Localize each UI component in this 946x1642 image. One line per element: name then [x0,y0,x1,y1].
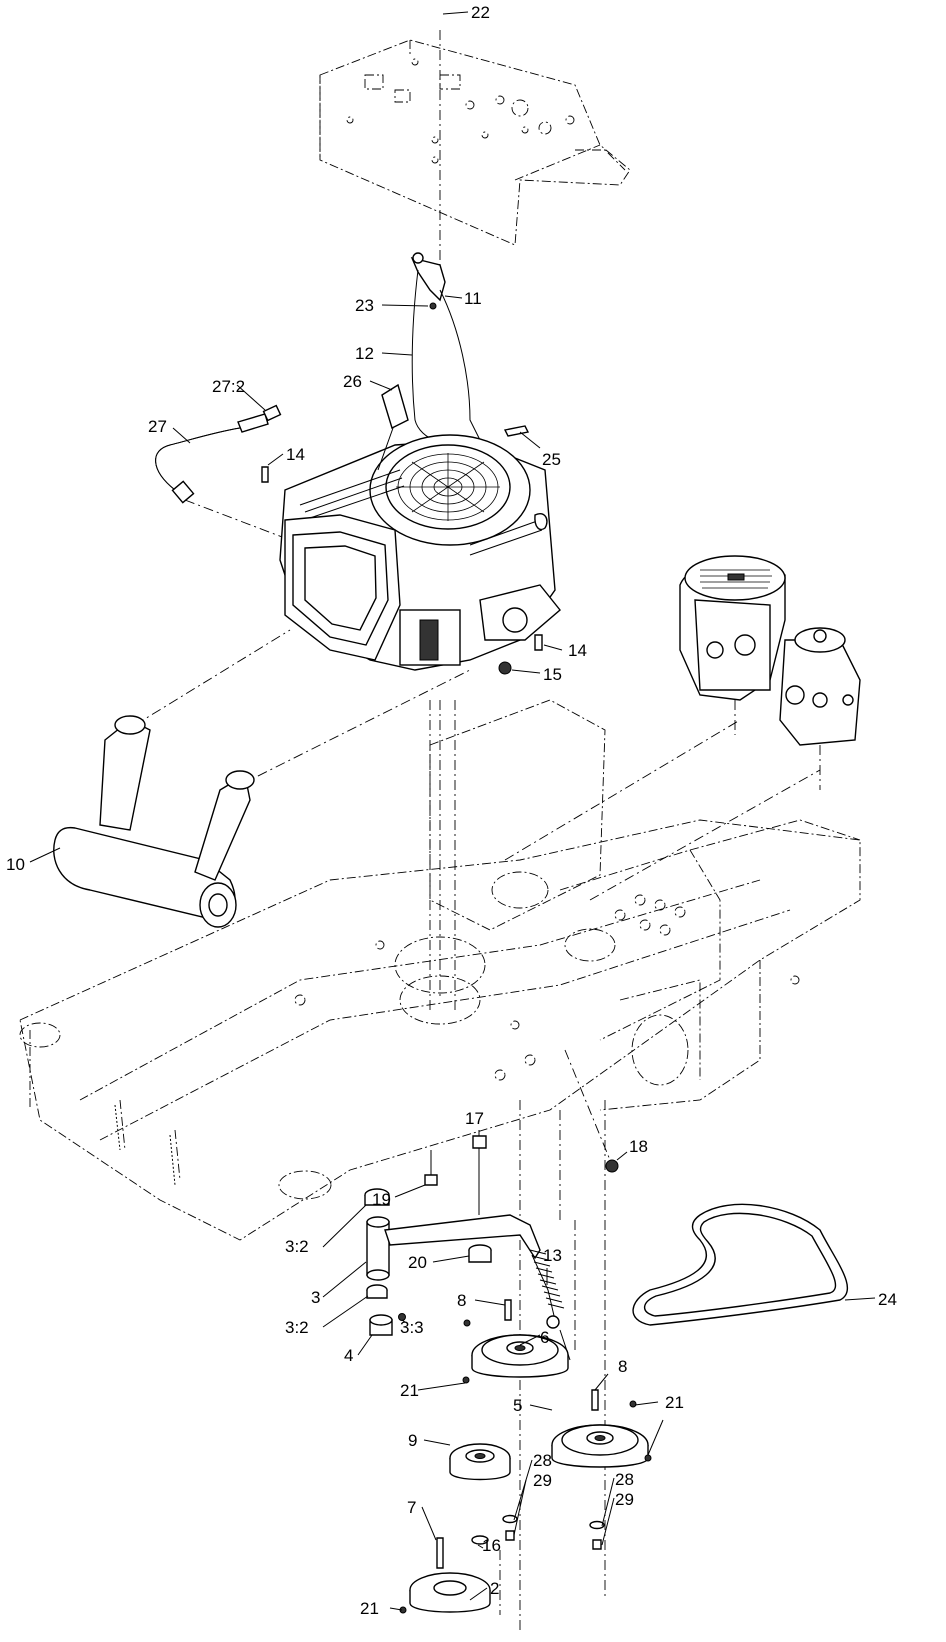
callout-8-right: 8 [618,1357,627,1376]
hydro-pumps [679,555,861,746]
callout-3-2-bottom: 3:2 [285,1318,309,1337]
callout-labels: 22 11 23 12 26 27:2 27 25 14 14 15 10 17… [6,3,897,1618]
callout-18: 18 [629,1137,648,1156]
callout-14-right: 14 [568,641,587,660]
callout-21-left: 21 [400,1381,419,1400]
callout-28-right: 28 [615,1470,634,1489]
dash-panel [319,39,631,246]
assembly-lines [134,30,821,1630]
callout-19: 19 [372,1190,391,1209]
callout-12: 12 [355,344,374,363]
callout-29-left: 29 [533,1471,552,1490]
callout-7: 7 [407,1498,416,1517]
callout-15: 15 [543,665,562,684]
frame [19,699,861,1241]
callout-3-3: 3:3 [400,1318,424,1337]
callout-22: 22 [471,3,490,22]
callout-13: 13 [543,1246,562,1265]
callout-23: 23 [355,296,374,315]
fuel-line [155,404,282,504]
callout-9: 9 [408,1431,417,1450]
engine [261,383,561,675]
callout-4: 4 [344,1346,353,1365]
callout-24: 24 [878,1290,897,1309]
callout-3: 3 [311,1288,320,1307]
callout-5: 5 [513,1396,522,1415]
callout-10: 10 [6,855,25,874]
callout-3-2-top: 3:2 [285,1237,309,1256]
idler-assembly [364,1135,619,1361]
callout-6: 6 [540,1328,549,1347]
drive-belt [632,1203,849,1326]
pulleys [399,1299,652,1614]
callout-28-left: 28 [533,1451,552,1470]
callout-16: 16 [482,1536,501,1555]
callout-8-left: 8 [457,1291,466,1310]
callout-2: 2 [490,1579,499,1598]
callout-21-right: 21 [665,1393,684,1412]
callout-27: 27 [148,417,167,436]
callout-29-right: 29 [615,1490,634,1509]
throttle-cable [410,252,530,445]
callout-20: 20 [408,1253,427,1272]
callout-21-bottom: 21 [360,1599,379,1618]
callout-25: 25 [542,450,561,469]
muffler [53,715,255,928]
callout-14-top: 14 [286,445,305,464]
callout-26: 26 [343,372,362,391]
callout-17: 17 [465,1109,484,1128]
callout-11: 11 [464,289,482,308]
leader-lines [29,11,876,1611]
callout-27-2: 27:2 [212,377,245,396]
